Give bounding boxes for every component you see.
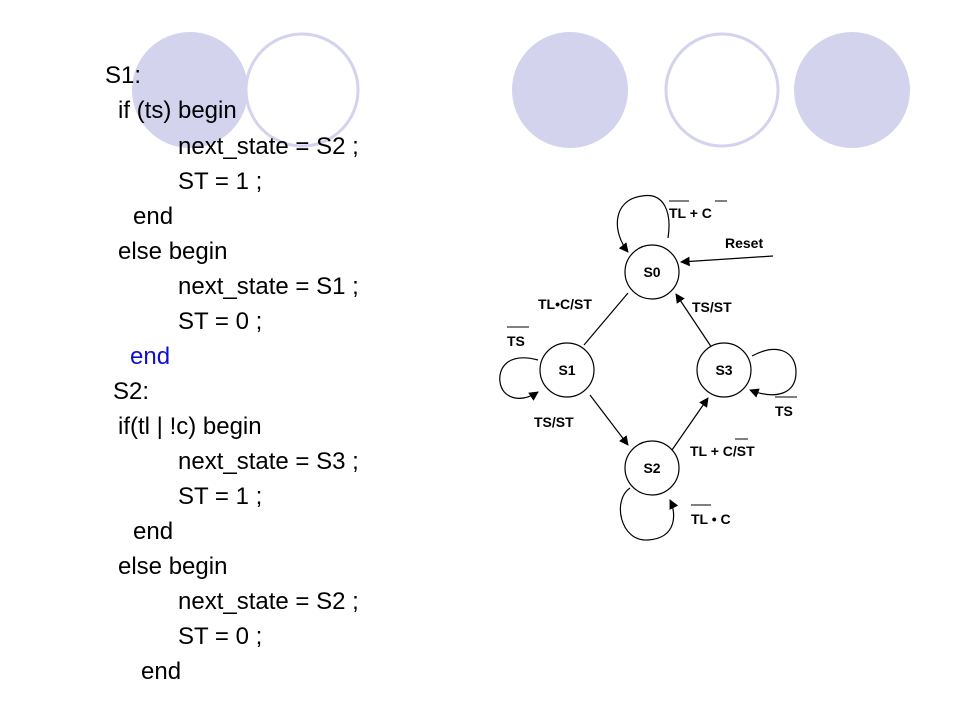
transition-s3-s0 [675, 293, 713, 349]
code-line: else begin [118, 553, 228, 580]
label-s1-self: TS [507, 333, 525, 349]
transition-reset [680, 255, 774, 267]
label-s0-s1: TL•C/ST [538, 296, 592, 312]
code-line: ST = 0 ; [178, 623, 263, 650]
code-line: ST = 1 ; [178, 483, 263, 510]
code-line: next_state = S3 ; [178, 448, 359, 475]
code-line: else begin [118, 238, 228, 265]
code-line: next_state = S2 ; [178, 133, 359, 160]
decor-circle-filled [512, 32, 628, 148]
transition-s2-s3 [671, 397, 709, 451]
code-line: end [133, 203, 174, 230]
code-line: ST = 0 ; [178, 308, 263, 335]
label-s2-self: TL • C [691, 511, 731, 527]
code-line: if (ts) begin [118, 97, 237, 124]
label-s1-s2: TS/ST [534, 414, 574, 430]
self-loop-s3 [749, 348, 797, 398]
decor-circle-ring [244, 32, 360, 148]
label-s0-self: TL + C [669, 205, 712, 221]
label-s3-s0: TS/ST [692, 299, 732, 315]
code-line: end [133, 518, 174, 545]
code-line: next_state = S2 ; [178, 588, 359, 615]
decor-circle-filled [132, 32, 248, 148]
state-s0: S0 [624, 244, 680, 300]
state-diagram: S0 S1 S2 S3 TL + C Reset TL•C/ST TS/ST T… [499, 194, 797, 541]
self-loop-s2 [619, 487, 679, 541]
code-line: S1: [105, 62, 142, 89]
code-line: end [141, 658, 182, 685]
state-s1: S1 [539, 342, 595, 398]
label-s3-self: TS [775, 403, 793, 419]
decor-circle-ring [664, 32, 780, 148]
state-label: S3 [715, 362, 732, 378]
self-loop-s0 [616, 194, 670, 253]
state-s3: S3 [696, 342, 752, 398]
self-loop-s1 [499, 357, 539, 401]
transition-s0-s1 [583, 292, 629, 346]
label-s2-s3: TL + C/ST [690, 443, 755, 459]
code-line: ST = 1 ; [178, 168, 263, 195]
transition-s1-s2 [589, 394, 629, 446]
label-reset: Reset [725, 235, 763, 251]
code-line-highlighted: end [130, 343, 171, 370]
state-label: S0 [643, 264, 660, 280]
state-label: S2 [643, 460, 660, 476]
code-block: S1: if (ts) begin next_state = S2 ; ST =… [105, 62, 359, 685]
state-s2: S2 [624, 440, 680, 496]
code-line: S2: [113, 378, 150, 405]
header-decoration [132, 32, 910, 148]
state-label: S1 [558, 362, 575, 378]
code-line: next_state = S1 ; [178, 273, 359, 300]
decor-circle-filled [794, 32, 910, 148]
code-line: if(tl | !c) begin [118, 413, 262, 440]
